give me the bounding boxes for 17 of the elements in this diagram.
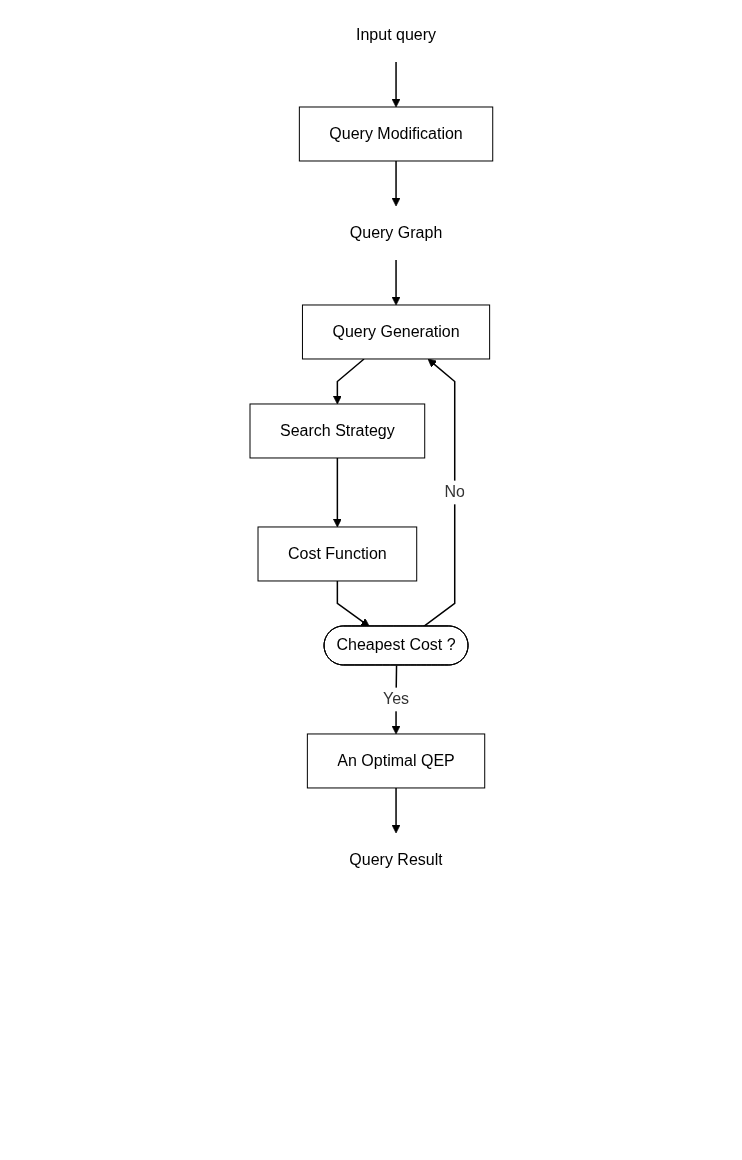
node-box: Search Strategy: [249, 403, 425, 459]
node-box: An Optimal QEP: [306, 733, 485, 789]
arrow: [391, 160, 401, 207]
edge-label: No: [444, 483, 465, 501]
node-text: Input query: [355, 26, 436, 43]
arrow: [391, 259, 401, 306]
node-box: Query Modification: [298, 106, 493, 162]
arrow: [391, 61, 401, 108]
node-box: Cost Function: [257, 526, 417, 582]
edge-label: Yes: [382, 690, 409, 708]
node-text: Query Graph: [349, 223, 442, 241]
node-text: Query Result: [348, 850, 443, 868]
arrow: [336, 580, 370, 627]
node-box: Query Generation: [301, 304, 490, 360]
arrow: [332, 358, 365, 405]
arrow: [391, 787, 401, 834]
arrow: [332, 457, 342, 528]
